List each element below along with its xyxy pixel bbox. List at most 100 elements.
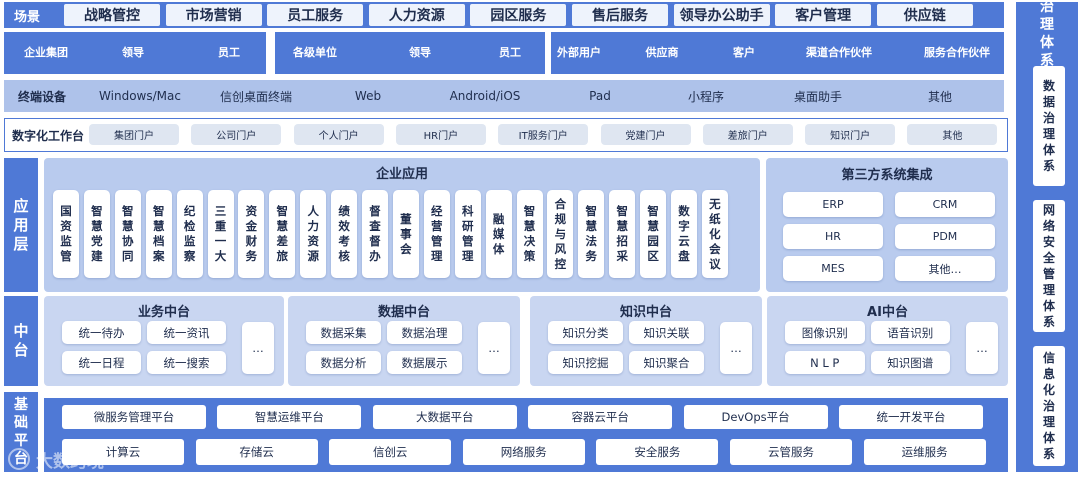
middle-item[interactable]: 数据分析 [306,351,381,374]
base-item[interactable]: 安全服务 [596,439,719,465]
middle-item[interactable]: 知识图谱 [870,351,950,374]
scene-item[interactable]: 战略管控 [64,4,160,26]
more-button[interactable]: … [966,322,998,374]
terminal-row [4,80,1004,112]
user-item: 服务合作伙伴 [924,46,990,59]
app-item[interactable]: 智慧园区 [640,190,667,278]
middle-item[interactable]: 数据采集 [306,321,381,344]
third-item[interactable]: CRM [895,192,995,217]
governance-item[interactable]: 信息化治理体系 [1033,346,1065,466]
app-item[interactable]: 科研管理 [454,190,481,278]
app-item[interactable]: 智慧差旅 [269,190,296,278]
middle-item[interactable]: 知识关联 [629,321,704,344]
users-group-a [4,32,266,74]
middle-item[interactable]: 语音识别 [870,321,950,344]
app-item[interactable]: 经营管理 [423,190,450,278]
base-item[interactable]: 网络服务 [462,439,585,465]
portal-item[interactable]: HR门户 [395,124,486,145]
base-item[interactable]: 计算云 [62,439,184,465]
scene-item[interactable]: 售后服务 [572,4,668,26]
user-item: 员工 [218,46,240,59]
app-item[interactable]: 督查督办 [362,190,388,278]
middle-label-bg [4,296,38,386]
scene-item[interactable]: 市场营销 [165,4,262,26]
base-item[interactable]: 容器云平台 [528,405,673,429]
terminal-item: 小程序 [687,89,724,104]
third-item[interactable]: 其他… [895,256,995,281]
app-item[interactable]: 绩效考核 [331,190,358,278]
governance-item[interactable]: 数据治理体系 [1033,66,1065,186]
portal-item[interactable]: 知识门户 [805,124,896,145]
app-item[interactable]: 智慧招采 [609,190,636,278]
scene-item[interactable]: 员工服务 [267,4,364,26]
more-button[interactable]: … [720,322,752,374]
middle-item[interactable]: 统一待办 [62,321,141,344]
user-item: 领导 [122,46,144,59]
middle-item[interactable]: 数据展示 [387,351,462,374]
enterprise-app-title: 企业应用 [375,166,428,182]
user-item: 员工 [499,46,521,59]
portal-item[interactable]: 差旅门户 [702,124,793,145]
more-button[interactable]: … [242,322,274,374]
app-item[interactable]: 人力资源 [300,190,327,278]
scene-item[interactable]: 人力资源 [368,4,465,26]
base-item[interactable]: 智慧运维平台 [217,405,362,429]
third-item[interactable]: MES [783,256,883,281]
middle-item[interactable]: 知识挖掘 [548,351,623,374]
app-item[interactable]: 国资监管 [53,190,79,278]
user-item: 各级单位 [293,46,337,59]
app-item[interactable]: 融媒体 [485,190,512,278]
scene-item[interactable]: 客户管理 [775,4,872,26]
middle-item[interactable]: 知识分类 [548,321,623,344]
portal-item[interactable]: 其他 [907,124,998,145]
app-item[interactable]: 智慧档案 [145,190,172,278]
third-item[interactable]: HR [783,224,883,249]
app-item[interactable]: 资金财务 [238,190,265,278]
terminal-item: Windows/Mac [99,89,181,103]
middle-item[interactable]: 图像识别 [785,321,865,344]
middle-item[interactable]: 统一资讯 [147,321,226,344]
base-item[interactable]: 云管服务 [730,439,852,465]
base-item[interactable]: 运维服务 [863,439,986,465]
terminal-label: 终端设备 [18,89,67,104]
third-item[interactable]: ERP [783,192,883,217]
middle-item[interactable]: 统一搜索 [147,351,226,374]
base-item[interactable]: 信创云 [329,439,452,465]
portal-item[interactable]: 集团门户 [89,124,179,145]
portal-item[interactable]: IT服务门户 [498,124,589,145]
user-item: 企业集团 [24,46,68,59]
middle-item[interactable]: 数据治理 [387,321,462,344]
scene-item[interactable]: 园区服务 [470,4,567,26]
terminal-item: Web [354,89,382,103]
middle-item[interactable]: N L P [785,351,865,374]
scene-item[interactable]: 供应链 [876,4,973,26]
app-item[interactable]: 智慧党建 [83,190,110,278]
more-button[interactable]: … [478,322,510,374]
middle-item[interactable]: 知识聚合 [629,351,704,374]
app-item[interactable]: 合规与风控 [547,190,574,278]
middle-panel-title: 知识中台 [619,304,672,320]
base-item[interactable]: 大数据平台 [372,405,517,429]
scene-item[interactable]: 领导办公助手 [673,4,770,26]
app-item[interactable]: 数字云盘 [671,190,697,278]
third-item[interactable]: PDM [895,224,995,249]
governance-item[interactable]: 网络安全管理体系 [1033,200,1065,332]
base-item[interactable]: DevOps平台 [683,405,828,429]
app-item[interactable]: 智慧法务 [578,190,605,278]
base-item[interactable]: 微服务管理平台 [62,405,206,429]
app-item[interactable]: 无纸化会议 [701,190,728,278]
base-item[interactable]: 存储云 [195,439,318,465]
app-item[interactable]: 智慧决策 [516,190,543,278]
base-item[interactable]: 统一开发平台 [839,405,983,429]
portal-item[interactable]: 公司门户 [191,124,282,145]
governance-title: 治理体系 [1040,0,1054,69]
app-item[interactable]: 智慧协同 [114,190,141,278]
portal-item[interactable]: 个人门户 [293,124,384,145]
app-item[interactable]: 董事会 [392,190,419,278]
terminal-item: 信创桌面终端 [219,89,292,104]
app-item[interactable]: 三重一大 [207,190,234,278]
terminal-item: 其他 [927,89,952,104]
portal-item[interactable]: 党建门户 [600,124,691,145]
middle-item[interactable]: 统一日程 [62,351,141,374]
app-item[interactable]: 纪检监察 [176,190,203,278]
